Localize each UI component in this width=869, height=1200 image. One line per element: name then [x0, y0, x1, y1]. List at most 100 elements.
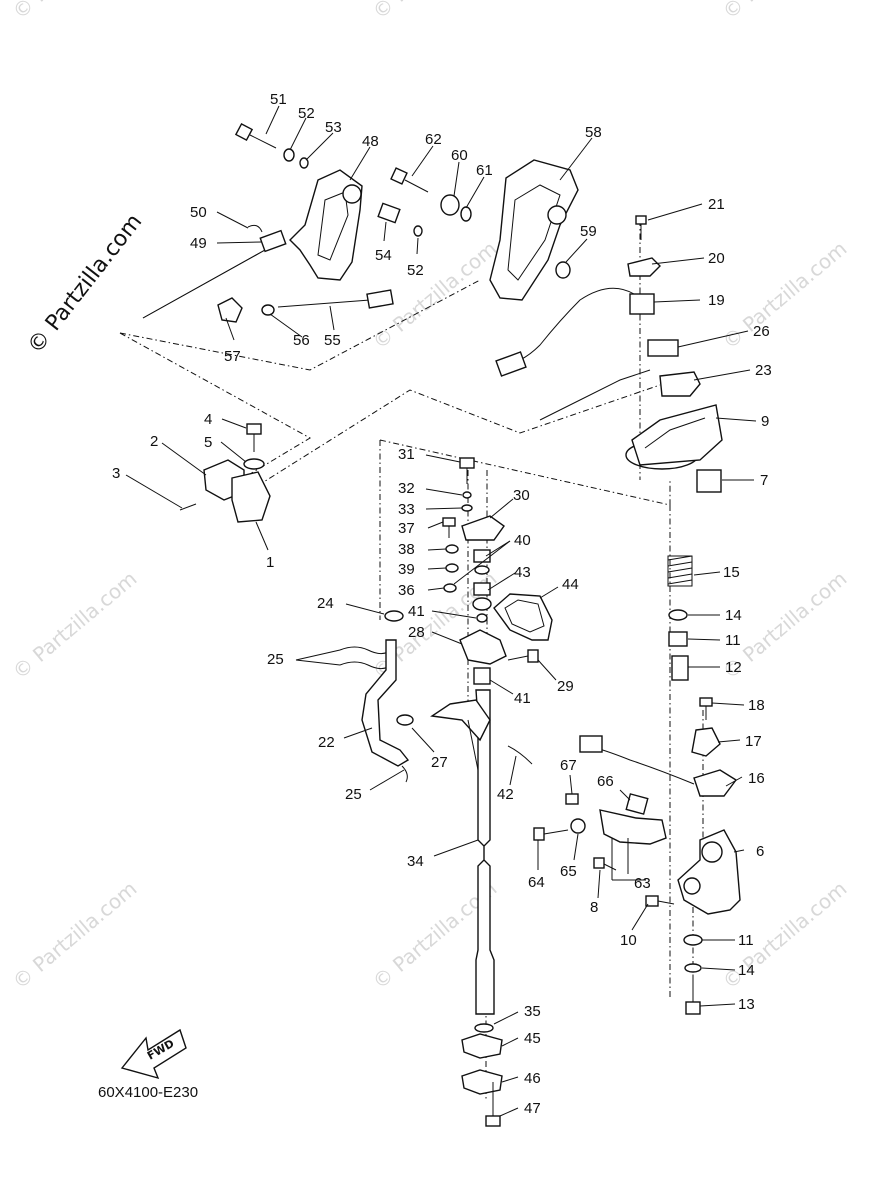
- screw-21-icon: [635, 215, 647, 240]
- fwd-arrow-icon: FWD: [120, 1028, 187, 1080]
- callout-4: 4: [204, 411, 212, 428]
- callout-61: 61: [476, 162, 493, 179]
- leader-lines: [125, 105, 757, 1117]
- callout-29: 29: [557, 678, 574, 695]
- bolt-62-icon: [390, 167, 429, 193]
- callout-9: 9: [761, 413, 769, 430]
- washer-61-icon: [460, 206, 472, 222]
- washer-11b-icon: [683, 934, 703, 946]
- callout-20: 20: [708, 250, 725, 267]
- callout-36: 36: [398, 582, 415, 599]
- callout-2: 2: [150, 433, 158, 450]
- bracket-63-icon: [599, 809, 667, 845]
- callout-63: 63: [634, 875, 651, 892]
- upper-center-parts: [390, 159, 579, 301]
- bushing-41-icon: [473, 667, 491, 685]
- callout-44: 44: [562, 576, 579, 593]
- callout-28: 28: [408, 624, 425, 641]
- bushing-54-icon: [377, 202, 401, 224]
- callout-58: 58: [585, 124, 602, 141]
- pin-3-icon: [179, 503, 197, 511]
- callout-50: 50: [190, 204, 207, 221]
- callout-22: 22: [318, 734, 335, 751]
- callout-37: 37: [398, 520, 415, 537]
- bracket-58-icon: [489, 159, 579, 301]
- rod-assembly-icon: [142, 224, 287, 319]
- bolt-64-icon: [533, 827, 569, 841]
- rod-55-icon: [277, 289, 394, 309]
- callout-40: 40: [514, 532, 531, 549]
- bushing-43-icon: [473, 582, 491, 596]
- callout-30: 30: [513, 487, 530, 504]
- callout-59: 59: [580, 223, 597, 240]
- callout-5: 5: [204, 434, 212, 451]
- callout-46: 46: [524, 1070, 541, 1087]
- callout-23: 23: [755, 362, 772, 379]
- callout-25: 25: [267, 651, 284, 668]
- callout-56: 56: [293, 332, 310, 349]
- collar-66-icon: [625, 793, 649, 815]
- callout-51: 51: [270, 91, 287, 108]
- callout-38: 38: [398, 541, 415, 558]
- shaft-34-icon: [430, 689, 495, 1015]
- callout-16: 16: [748, 770, 765, 787]
- clip-57-icon: [217, 297, 243, 323]
- nut-65-icon: [570, 818, 586, 834]
- callout-48: 48: [362, 133, 379, 150]
- callout-52b: 52: [407, 262, 424, 279]
- callout-13: 13: [738, 996, 755, 1013]
- plate-45-icon: [461, 1033, 503, 1059]
- callout-26: 26: [753, 323, 770, 340]
- callout-67: 67: [560, 757, 577, 774]
- bolt-13-icon: [685, 976, 701, 1015]
- bolt-31-icon: [459, 457, 475, 484]
- callout-14b: 14: [738, 962, 755, 979]
- screw-18-icon: [699, 697, 713, 720]
- callout-21: 21: [708, 196, 725, 213]
- callout-65: 65: [560, 863, 577, 880]
- callout-57: 57: [224, 348, 241, 365]
- callout-47: 47: [524, 1100, 541, 1117]
- sensor-16-icon: [579, 735, 738, 797]
- callout-39: 39: [398, 561, 415, 578]
- washer-52b-icon: [413, 225, 423, 237]
- callout-labels: 51 52 53 48 62 60 61 58 50 49 54 52 21 5…: [112, 91, 772, 1117]
- callout-27: 27: [431, 754, 448, 771]
- callout-24: 24: [317, 595, 334, 612]
- bolt-51-icon: [234, 122, 277, 149]
- callout-18: 18: [748, 697, 765, 714]
- callout-49: 49: [190, 235, 207, 252]
- center-column-parts: [430, 457, 553, 1127]
- lever-28-icon: [459, 629, 507, 665]
- callout-45: 45: [524, 1030, 541, 1047]
- callout-62: 62: [425, 131, 442, 148]
- clip-42-icon: [507, 745, 533, 765]
- callout-8: 8: [590, 899, 598, 916]
- washer-24-icon: [384, 610, 404, 622]
- callout-41: 41: [408, 603, 425, 620]
- bracket-1-icon: [231, 471, 271, 523]
- callout-11: 11: [725, 632, 741, 649]
- left-bracket-parts: [179, 423, 271, 523]
- washer-53-icon: [299, 157, 309, 169]
- callout-6: 6: [756, 843, 764, 860]
- callout-14: 14: [725, 607, 742, 624]
- housing-9-icon: [625, 404, 723, 470]
- callout-11b: 11: [738, 932, 754, 949]
- bolt-37-icon: [442, 517, 456, 538]
- callout-42: 42: [497, 786, 514, 803]
- callout-1: 1: [266, 554, 274, 571]
- callout-15: 15: [723, 564, 740, 581]
- upper-left-parts: [142, 122, 423, 323]
- callout-52: 52: [298, 105, 315, 122]
- watermark: © Partzilla.com: [8, 566, 142, 684]
- screw-67-icon: [565, 793, 579, 805]
- lever-22-icon: [361, 639, 410, 767]
- housing-6-icon: [677, 829, 741, 915]
- screw-29-icon: [507, 649, 539, 663]
- callout-32: 32: [398, 480, 415, 497]
- washer-59-icon: [555, 261, 571, 279]
- watermark: © Partzilla.com: [368, 0, 502, 24]
- spring-15-icon: [667, 555, 693, 587]
- watermark: © Partzilla.com: [8, 876, 142, 994]
